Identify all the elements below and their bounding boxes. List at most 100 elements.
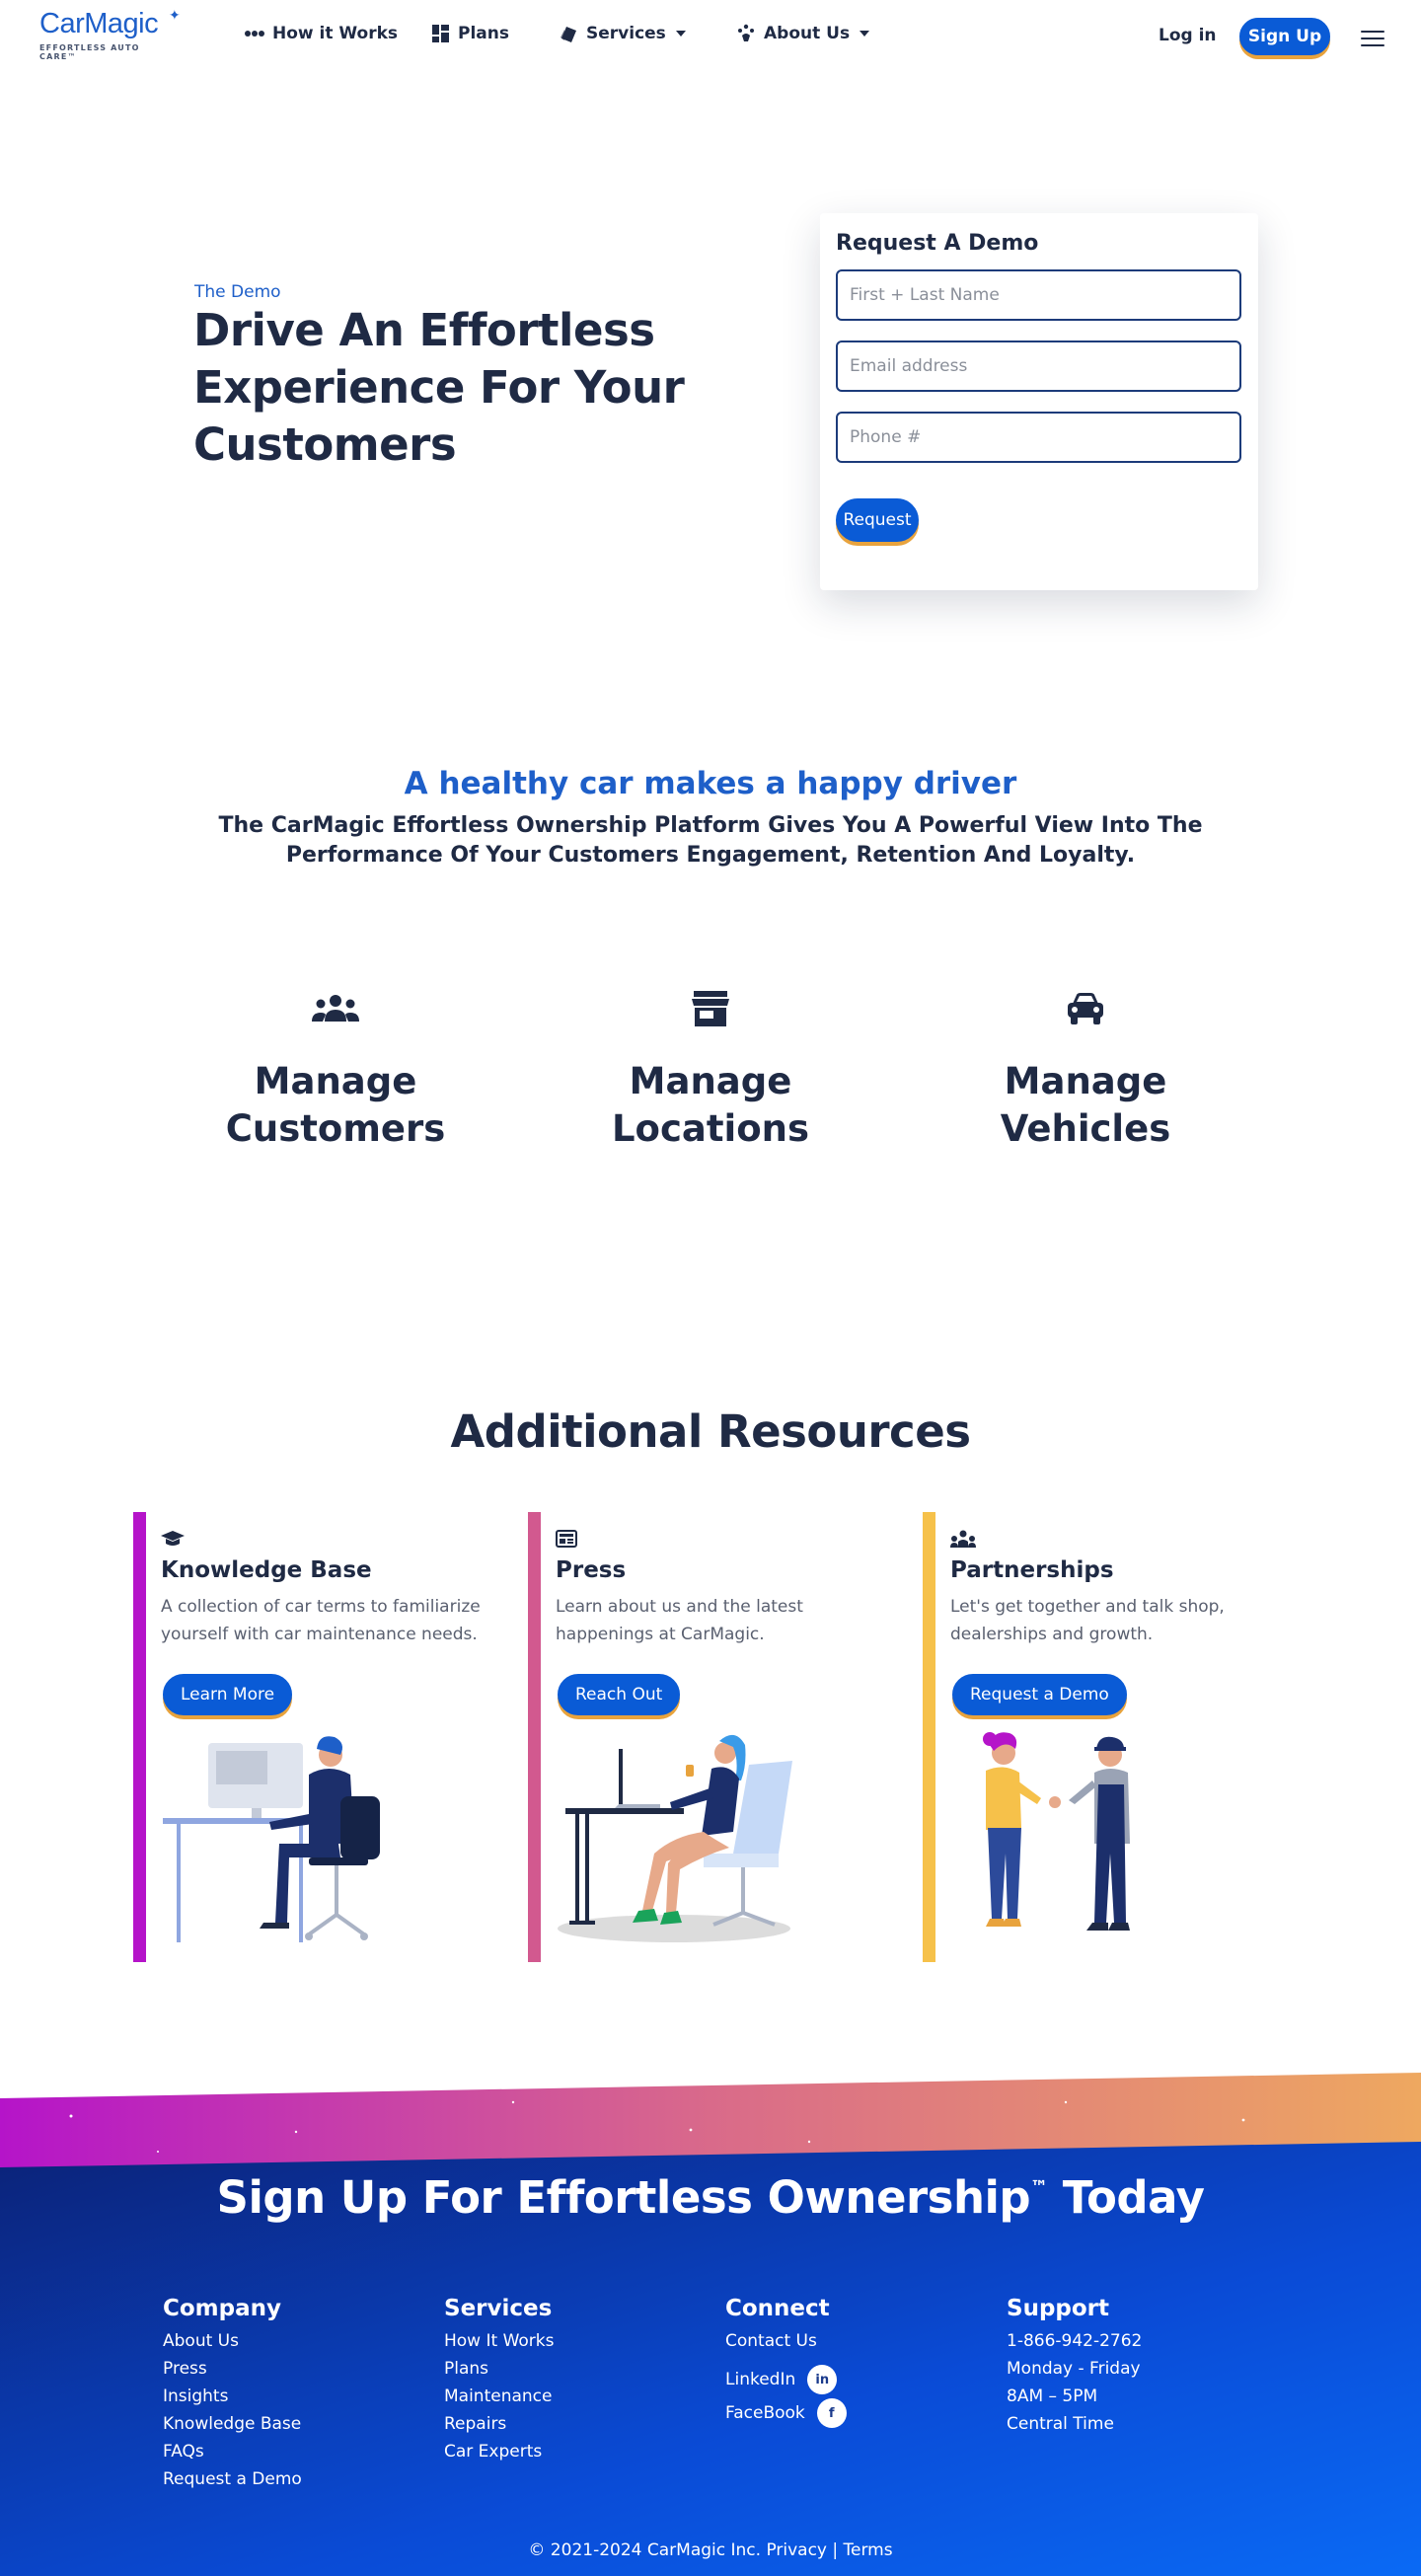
chevron-down-icon — [860, 31, 870, 37]
people-group-icon — [950, 1530, 976, 1548]
facebook-label: FaceBook — [725, 2403, 805, 2423]
card-title: Knowledge Base — [161, 1557, 372, 1583]
request-demo-form: Request A Demo Request — [820, 213, 1258, 590]
card-icon — [561, 27, 576, 42]
chevron-down-icon — [675, 31, 686, 37]
name-input[interactable] — [836, 269, 1241, 321]
logo-wordmark: CarMagic — [39, 8, 159, 39]
healthy-car-heading: A healthy car makes a happy driver — [404, 766, 1017, 801]
nav-how-it-works[interactable]: How it Works — [245, 24, 398, 43]
signup-button[interactable]: Sign Up — [1239, 18, 1330, 55]
phone-input[interactable] — [836, 412, 1241, 463]
card-accent-bar — [133, 1512, 146, 1962]
footer-link-knowledge-base[interactable]: Knowledge Base — [163, 2414, 302, 2434]
footer-link-press[interactable]: Press — [163, 2359, 207, 2379]
footer-connect-column: Connect Contact Us LinkedIn in FaceBook … — [725, 2296, 982, 2428]
nav-plans[interactable]: Plans — [432, 24, 509, 43]
facebook-icon: f — [816, 2398, 847, 2428]
footer-link-contact-us[interactable]: Contact Us — [725, 2331, 817, 2351]
nav-about-us[interactable]: About Us — [736, 24, 870, 43]
platform-description: The CarMagic Effortless Ownership Platfo… — [218, 813, 1203, 868]
grid-icon — [432, 25, 449, 42]
footer-heading: Company — [163, 2296, 281, 2321]
footer-link-facebook[interactable]: FaceBook f — [725, 2398, 982, 2428]
email-input[interactable] — [836, 341, 1241, 392]
top-nav: CarMagic EFFORTLESS AUTO CARE™ ✦ How it … — [0, 0, 1421, 75]
car-icon — [1068, 993, 1103, 1024]
handshake-illustration — [983, 1732, 1130, 1931]
trademark-mark: ™ — [1030, 2177, 1048, 2198]
footer-support-column: Support 1-866-942-2762 Monday - Friday 8… — [1007, 2296, 1263, 2438]
support-days: Monday - Friday — [1007, 2359, 1141, 2379]
footer-link-plans[interactable]: Plans — [444, 2359, 489, 2379]
card-accent-bar — [923, 1512, 935, 1962]
footer-heading: Services — [444, 2296, 553, 2321]
copyright: © 2021-2024 CarMagic Inc. Privacy | Term… — [528, 2540, 893, 2560]
support-phone-link[interactable]: 1-866-942-2762 — [1007, 2331, 1143, 2351]
footer-link-how-it-works[interactable]: How It Works — [444, 2331, 555, 2351]
footer-company-column: Company About Us Press Insights Knowledg… — [163, 2296, 419, 2493]
nav-label: Plans — [458, 24, 509, 43]
linkedin-label: LinkedIn — [725, 2370, 796, 2389]
footer-background — [0, 2073, 1421, 2576]
reach-out-button[interactable]: Reach Out — [558, 1674, 681, 1715]
footer-heading: Support — [1007, 2296, 1110, 2321]
sparkle-icon — [738, 24, 754, 41]
manage-line1: Manage — [254, 1060, 417, 1102]
sparkle-icon: ✦ — [169, 8, 181, 24]
request-button[interactable]: Request — [836, 498, 919, 542]
card-accent-bar — [528, 1512, 541, 1962]
nav-services[interactable]: Services — [559, 24, 686, 43]
login-link[interactable]: Log in — [1159, 26, 1217, 45]
card-title: Partnerships — [950, 1557, 1114, 1583]
form-title: Request A Demo — [836, 231, 1039, 256]
nav-label: About Us — [764, 24, 851, 43]
person-at-computer-illustration — [163, 1736, 380, 1942]
nav-label: How it Works — [272, 24, 399, 43]
resource-card-knowledge-base: Knowledge Base A collection of car terms… — [133, 1512, 518, 1962]
manage-customers: Manage Customers — [178, 987, 493, 1153]
footer-link-maintenance[interactable]: Maintenance — [444, 2387, 553, 2406]
hamburger-menu-icon[interactable] — [1361, 31, 1384, 46]
resources-heading: Additional Resources — [450, 1405, 971, 1458]
manage-line2: Customers — [225, 1107, 446, 1150]
footer-services-column: Services How It Works Plans Maintenance … — [444, 2296, 701, 2465]
card-description: A collection of car terms to familiarize… — [161, 1597, 481, 1644]
hero-title: Drive An Effortless Experience For Your … — [193, 304, 685, 471]
footer-signup-heading: Sign Up For Effortless Ownership™ Today — [216, 2171, 1205, 2224]
carmagic-logo[interactable]: CarMagic EFFORTLESS AUTO CARE™ ✦ — [39, 8, 181, 61]
footer-link-linkedin[interactable]: LinkedIn in — [725, 2365, 982, 2394]
card-description: Learn about us and the latest happenings… — [556, 1597, 803, 1644]
card-description: Let's get together and talk shop, dealer… — [950, 1597, 1225, 1644]
footer-link-car-experts[interactable]: Car Experts — [444, 2442, 543, 2462]
resource-card-partnerships: Partnerships Let's get together and talk… — [923, 1512, 1308, 1962]
footer-link-request-demo[interactable]: Request a Demo — [163, 2469, 302, 2489]
manage-locations: Manage Locations — [553, 987, 868, 1153]
footer-heading: Connect — [725, 2296, 830, 2321]
manage-line2: Locations — [611, 1107, 810, 1150]
footer-link-repairs[interactable]: Repairs — [444, 2414, 507, 2434]
users-icon — [312, 995, 359, 1022]
footer-link-insights[interactable]: Insights — [163, 2387, 229, 2406]
manage-line1: Manage — [1004, 1060, 1167, 1102]
footer-link-about-us[interactable]: About Us — [163, 2331, 239, 2351]
card-title: Press — [556, 1557, 627, 1583]
request-a-demo-button[interactable]: Request a Demo — [952, 1674, 1127, 1715]
logo-tagline: EFFORTLESS AUTO CARE™ — [39, 43, 140, 61]
woman-at-laptop-illustration — [558, 1734, 792, 1942]
resource-card-press: Press Learn about us and the latest happ… — [528, 1512, 913, 1962]
manage-line1: Manage — [629, 1060, 792, 1102]
dots-icon — [245, 31, 264, 37]
footer-link-faqs[interactable]: FAQs — [163, 2442, 204, 2462]
support-timezone: Central Time — [1007, 2414, 1114, 2434]
nav-label: Services — [586, 24, 666, 43]
learn-more-button[interactable]: Learn More — [163, 1674, 293, 1715]
linkedin-icon: in — [807, 2365, 838, 2394]
newspaper-icon — [556, 1530, 577, 1548]
manage-line2: Vehicles — [1000, 1107, 1171, 1150]
graduation-cap-icon — [161, 1531, 185, 1546]
manage-vehicles: Manage Vehicles — [928, 987, 1243, 1153]
hero-eyebrow: The Demo — [194, 282, 281, 302]
store-icon — [692, 991, 729, 1026]
support-hours: 8AM – 5PM — [1007, 2387, 1098, 2406]
